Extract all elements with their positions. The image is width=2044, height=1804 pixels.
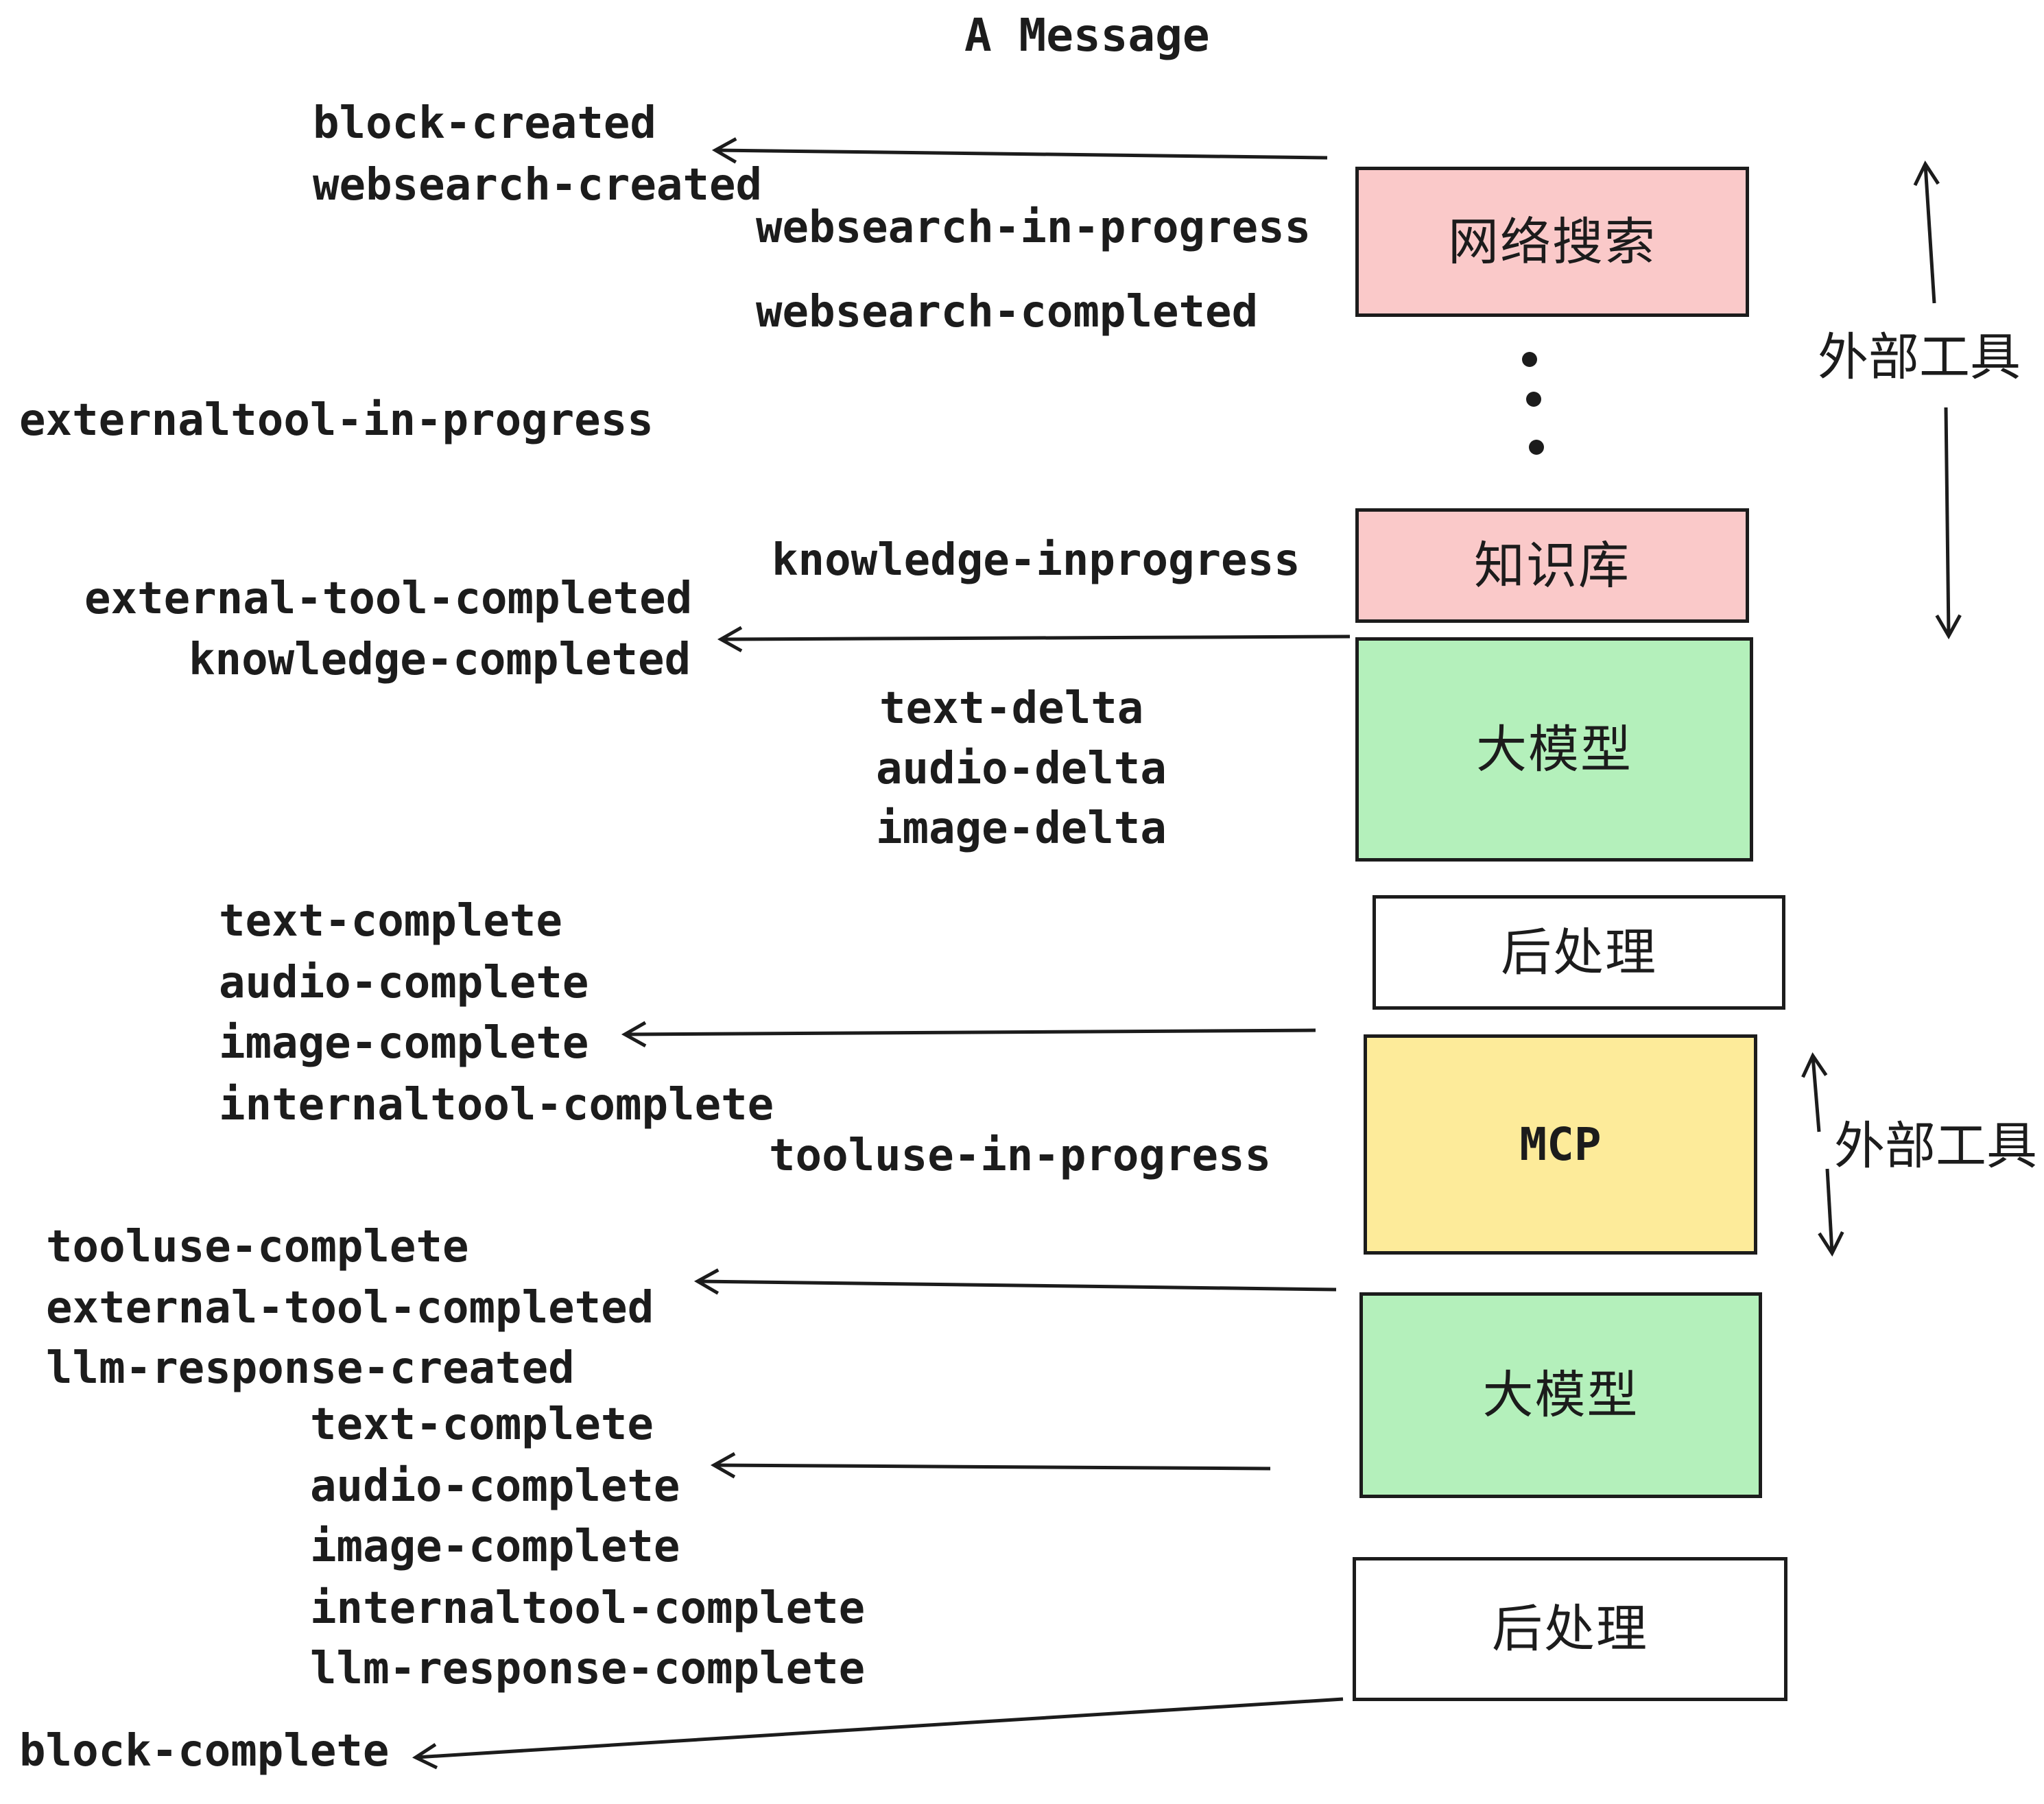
event-label-external-tool-completed-1: external-tool-completed (84, 573, 693, 624)
event-label-internaltool-complete-2: internaltool-complete (310, 1583, 866, 1634)
box-llm-2-label: 大模型 (1482, 1366, 1639, 1425)
box-mcp: MCP (1364, 1034, 1757, 1255)
event-label-audio-complete-1: audio-complete (219, 958, 589, 1008)
event-label-tooluse-complete: tooluse-complete (46, 1222, 469, 1272)
arrow-to-tooluse-complete (693, 1268, 1337, 1295)
external-tools-label-mcp: 外部工具 (1834, 1117, 2037, 1176)
event-label-audio-delta-1: audio-delta (876, 744, 1167, 794)
external-tools-up-arrow (1913, 160, 1940, 304)
box-llm-1: 大模型 (1355, 637, 1753, 862)
mcp-external-tools-up-arrow (1801, 1052, 1828, 1132)
arrow-to-block-created (711, 137, 1328, 164)
box-postprocess-1-label: 后处理 (1501, 923, 1657, 982)
event-label-block-created: block-created (313, 98, 656, 149)
box-postprocess-1: 后处理 (1372, 895, 1785, 1010)
box-mcp-label: MCP (1519, 1117, 1602, 1171)
event-label-image-complete-1: image-complete (219, 1018, 589, 1069)
event-label-image-delta-1: image-delta (876, 803, 1167, 854)
external-tools-label-upper: 外部工具 (1818, 328, 2021, 387)
box-websearch-label: 网络搜索 (1448, 212, 1656, 272)
box-postprocess-2-label: 后处理 (1492, 1600, 1648, 1659)
arrow-to-audio-complete (710, 1451, 1271, 1479)
ellipsis-dots-icon (1522, 352, 1544, 455)
box-postprocess-2: 后处理 (1353, 1557, 1787, 1701)
event-label-llm-response-created: llm-response-created (46, 1343, 575, 1394)
event-label-knowledge-completed: knowledge-completed (189, 634, 691, 685)
event-label-image-complete-2: image-complete (310, 1521, 680, 1572)
diagram-title: A Message (964, 9, 1210, 62)
box-llm-2: 大模型 (1359, 1292, 1762, 1498)
event-label-text-complete-2: text-complete (310, 1399, 654, 1450)
event-label-text-delta-1: text-delta (879, 683, 1144, 734)
event-label-websearch-completed: websearch-completed (756, 287, 1259, 337)
arrow-to-knowledge-completed (717, 626, 1351, 653)
arrow-to-image-complete (621, 1021, 1316, 1048)
event-label-websearch-in-progress: websearch-in-progress (756, 202, 1311, 253)
event-label-external-tool-completed-2: external-tool-completed (46, 1283, 654, 1333)
event-label-llm-response-complete: llm-response-complete (310, 1643, 866, 1694)
box-llm-1-label: 大模型 (1476, 720, 1632, 779)
box-knowledge-label: 知识库 (1474, 536, 1630, 595)
event-label-audio-complete-2: audio-complete (310, 1461, 680, 1512)
arrow-to-block-complete (412, 1697, 1344, 1770)
event-label-externaltool-in-progress: externaltool-in-progress (19, 395, 654, 446)
box-knowledge: 知识库 (1355, 508, 1749, 623)
event-label-websearch-created: websearch-created (313, 160, 763, 211)
event-label-tooluse-in-progress: tooluse-in-progress (769, 1130, 1272, 1181)
box-websearch: 网络搜索 (1355, 167, 1749, 317)
event-label-knowledge-inprogress: knowledge-inprogress (772, 535, 1300, 586)
mcp-external-tools-down-arrow (1818, 1168, 1844, 1257)
event-label-text-complete-1: text-complete (219, 896, 562, 947)
event-label-internaltool-complete-1: internaltool-complete (219, 1080, 774, 1130)
event-label-block-complete: block-complete (19, 1726, 390, 1777)
external-tools-down-arrow (1935, 407, 1962, 640)
